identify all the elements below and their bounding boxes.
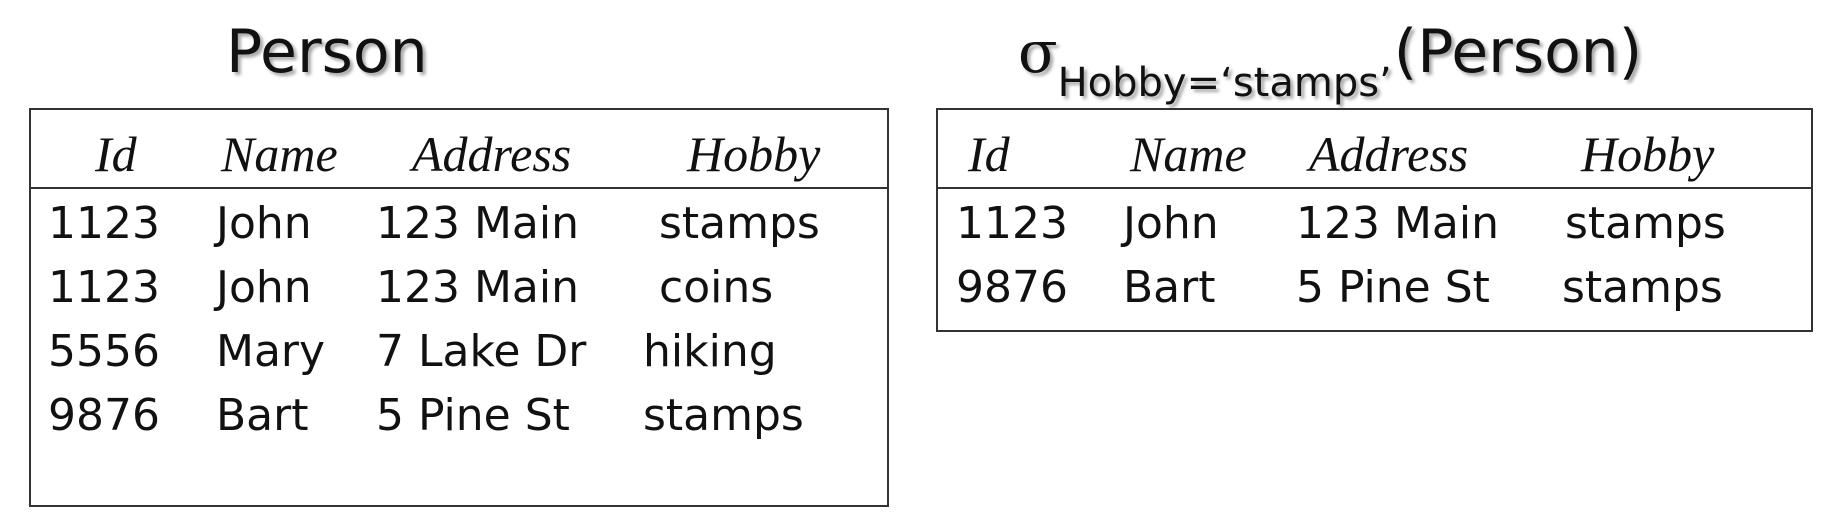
table-cell: 5 Pine St [1296, 262, 1490, 313]
selection-result-table: Id Name Address Hobby 1123 John 123 Main… [936, 108, 1813, 332]
table-cell: John [216, 262, 312, 313]
selection-condition: Hobby=‘stamps’ [1057, 60, 1392, 106]
person-table: Id Name Address Hobby 1123 John 123 Main… [29, 108, 889, 507]
table-cell: 9876 [956, 262, 1068, 313]
person-table-title: Person [226, 17, 428, 87]
header-divider [938, 187, 1811, 189]
selection-expression-title: σHobby=‘stamps’(Person) [1018, 10, 1643, 106]
table-cell: John [216, 198, 312, 249]
table-cell: 5556 [48, 326, 160, 377]
table-cell: Bart [1123, 262, 1216, 313]
table-cell: 1123 [956, 198, 1068, 249]
column-header-id: Id [95, 126, 137, 182]
sigma-symbol: σ [1018, 18, 1058, 86]
column-header-hobby: Hobby [1581, 126, 1715, 182]
table-cell: coins [659, 262, 774, 313]
table-cell: John [1123, 198, 1219, 249]
table-cell: 5 Pine St [376, 390, 570, 441]
table-cell: stamps [643, 390, 804, 441]
table-cell: 123 Main [376, 198, 580, 249]
header-divider [31, 187, 887, 189]
table-cell: 1123 [48, 198, 160, 249]
table-cell: stamps [1565, 198, 1726, 249]
column-header-name: Name [221, 126, 338, 182]
column-header-name: Name [1130, 126, 1247, 182]
column-header-hobby: Hobby [687, 126, 821, 182]
column-header-address: Address [412, 126, 572, 182]
selection-argument: (Person) [1393, 17, 1643, 87]
table-cell: stamps [1562, 262, 1723, 313]
table-cell: 7 Lake Dr [376, 326, 587, 377]
table-cell: 123 Main [376, 262, 580, 313]
table-cell: Mary [216, 326, 326, 377]
column-header-id: Id [968, 126, 1010, 182]
table-cell: 1123 [48, 262, 160, 313]
table-cell: 9876 [48, 390, 160, 441]
table-cell: Bart [216, 390, 309, 441]
table-cell: hiking [643, 326, 777, 377]
table-cell: 123 Main [1296, 198, 1500, 249]
table-cell: stamps [659, 198, 820, 249]
column-header-address: Address [1309, 126, 1469, 182]
